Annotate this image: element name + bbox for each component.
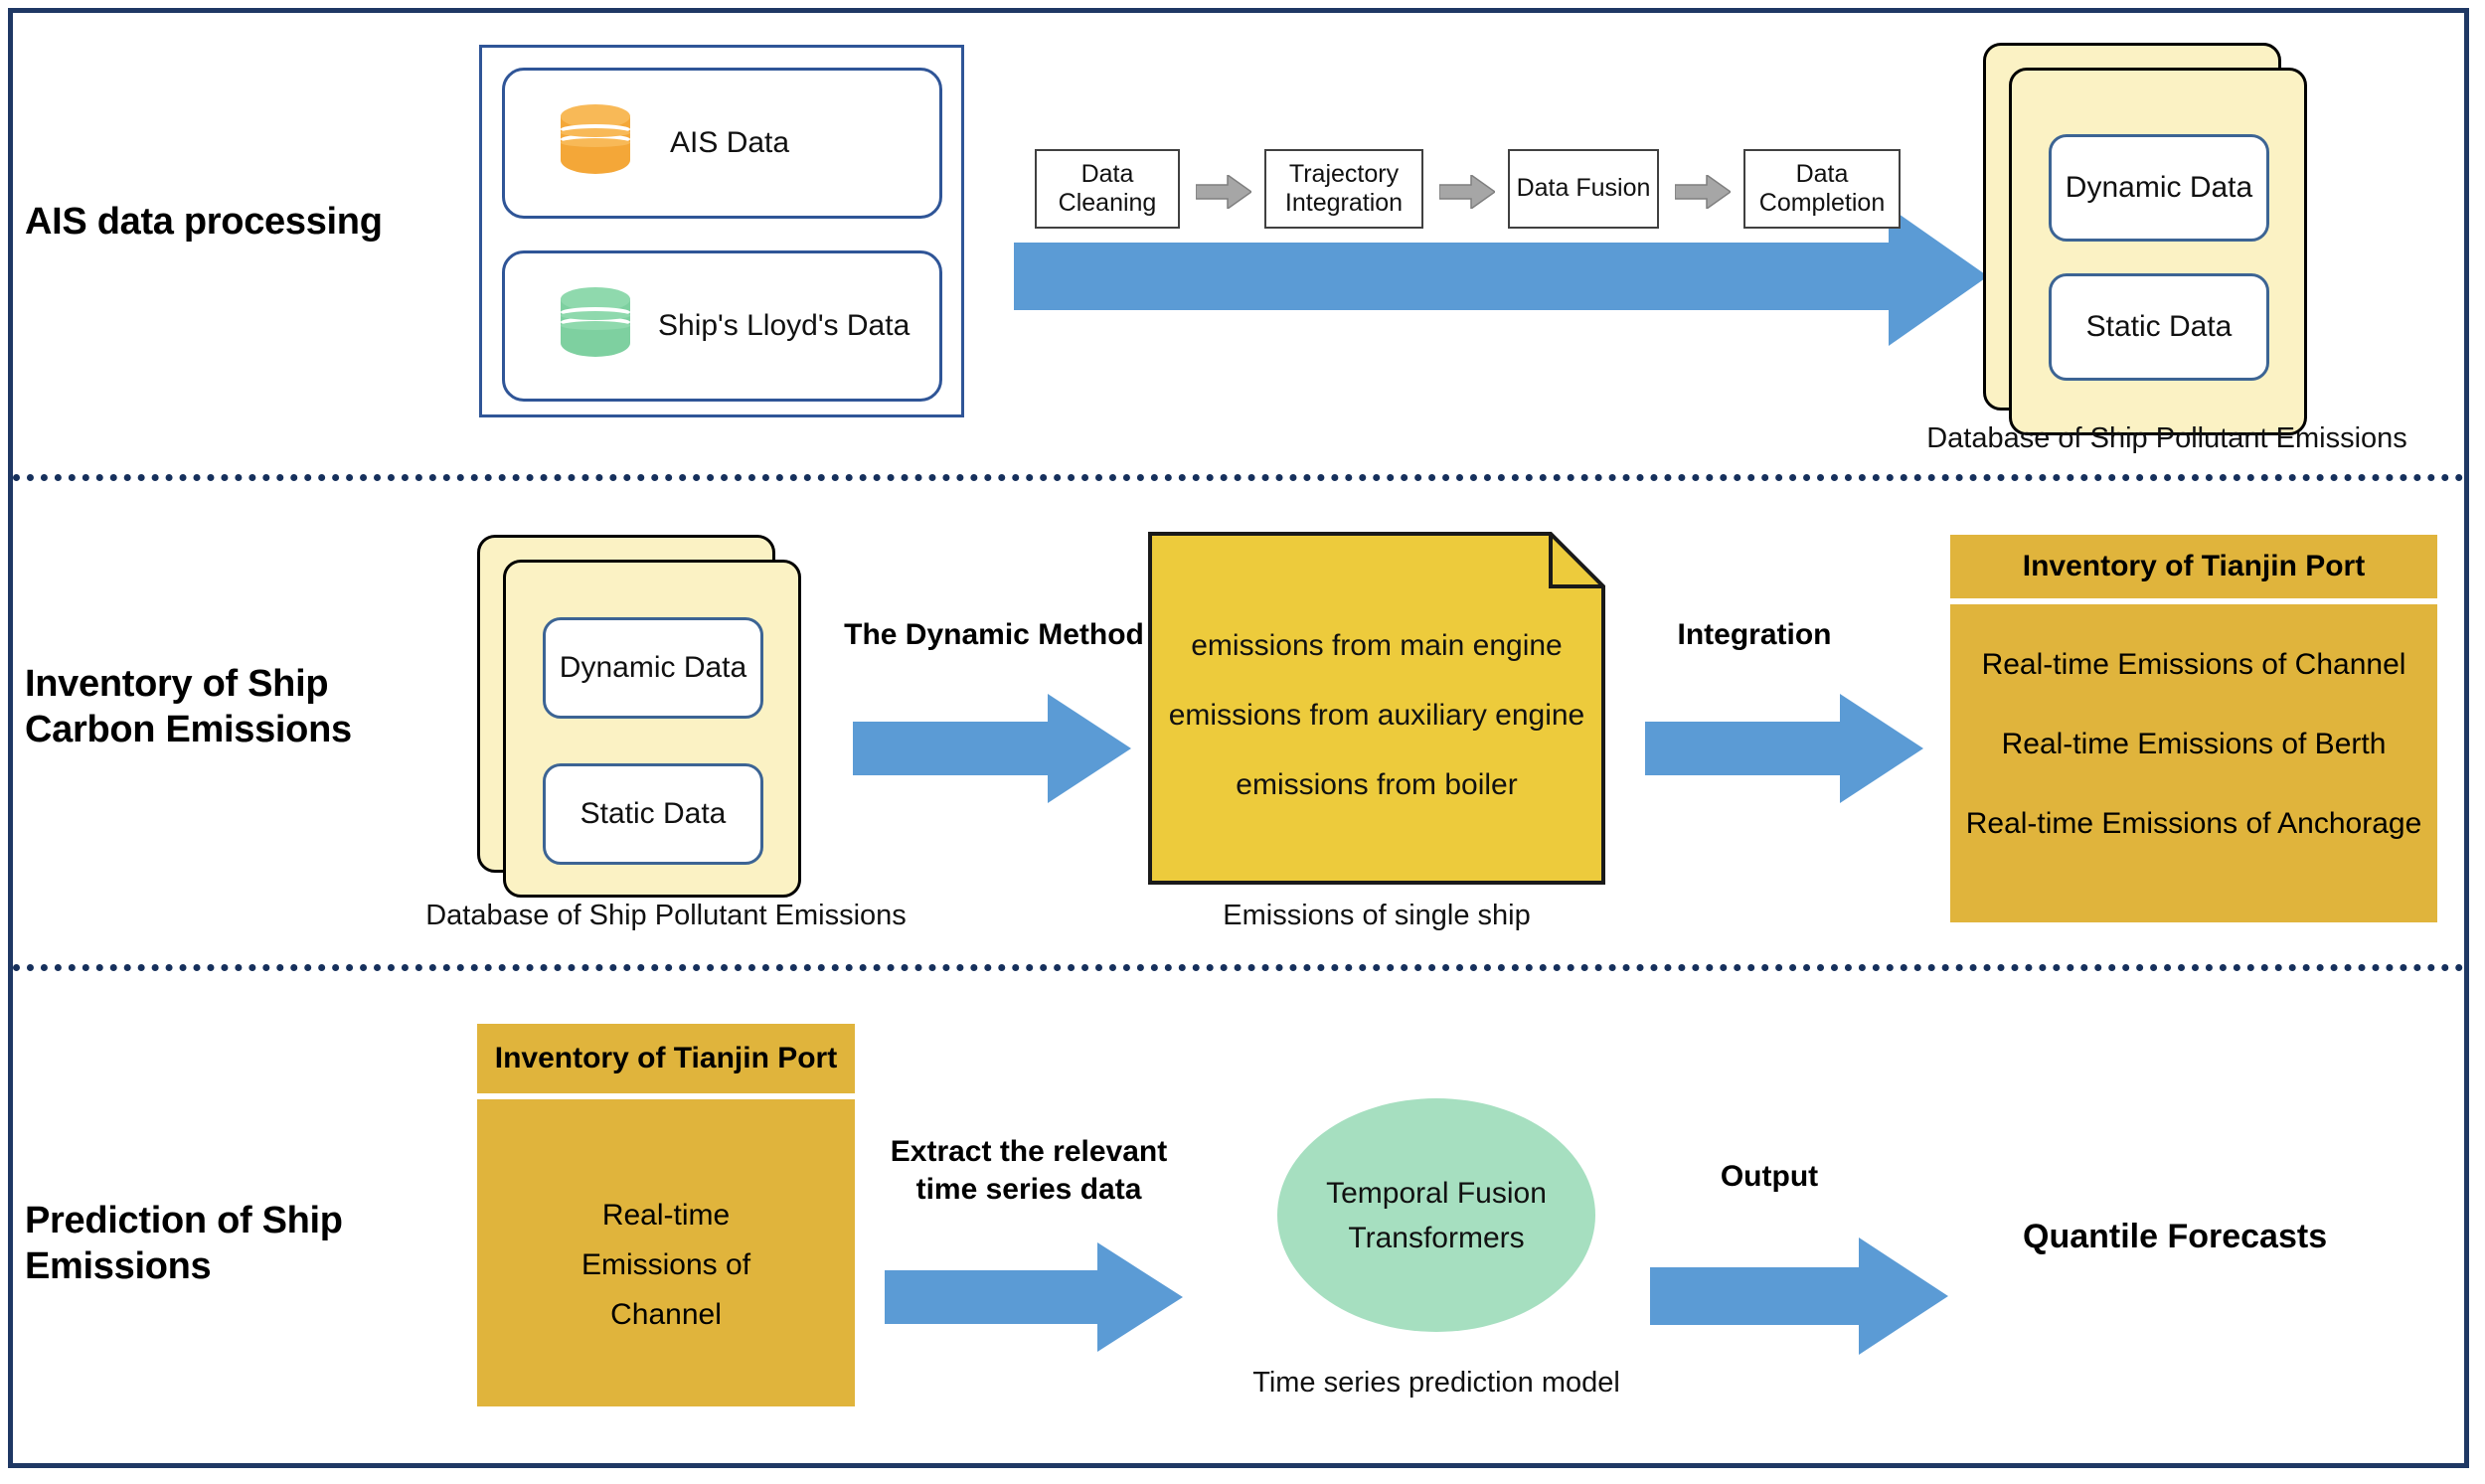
inventory-row-channel: Real-time Emissions of Channel bbox=[1981, 648, 2406, 681]
inventory-value-line2: Emissions of bbox=[580, 1248, 751, 1281]
arrow-integration bbox=[1645, 694, 1923, 803]
caption-database-of-ship-pollutant-emissions: Database of Ship Pollutant Emissions bbox=[1926, 422, 2407, 454]
model-label-line2: Transformers bbox=[1348, 1221, 1525, 1254]
section-divider-2 bbox=[13, 964, 2464, 971]
stack-slot-dynamic-data: Dynamic Data bbox=[543, 617, 763, 719]
model-label-line1: Temporal Fusion bbox=[1326, 1176, 1547, 1210]
inventory-value-line3: Channel bbox=[610, 1298, 722, 1331]
note-line-auxiliary-engine: emissions from auxiliary engine bbox=[1168, 699, 1585, 732]
caption-time-series-prediction-model: Time series prediction model bbox=[1252, 1367, 1620, 1399]
arrow-output bbox=[1650, 1237, 1948, 1355]
arrow-extract-time-series bbox=[885, 1242, 1183, 1352]
caption-database-of-ship-pollutant-emissions: Database of Ship Pollutant Emissions bbox=[425, 900, 907, 931]
source-card-ais-data[interactable]: AIS Data bbox=[502, 68, 942, 219]
section-divider-1 bbox=[13, 474, 2464, 481]
database-cylinder-icon bbox=[561, 287, 630, 365]
step-arrow-icon bbox=[1438, 173, 1497, 214]
note-line-boiler: emissions from boiler bbox=[1236, 768, 1518, 801]
database-cylinder-icon bbox=[561, 104, 630, 182]
process-flow-arrow bbox=[1014, 207, 1988, 346]
source-card-lloyds-data[interactable]: Ship's Lloyd's Data bbox=[502, 250, 942, 402]
arrow-dynamic-method bbox=[853, 694, 1131, 803]
inventory-row-berth: Real-time Emissions of Berth bbox=[2001, 728, 2387, 760]
result-quantile-forecasts: Quantile Forecasts bbox=[2023, 1218, 2328, 1255]
inventory-card-channel: Inventory of Tianjin Port Real-time Emis… bbox=[477, 1024, 855, 1406]
inventory-row-anchorage: Real-time Emissions of Anchorage bbox=[1965, 807, 2422, 840]
inventory-value-line1: Real-time bbox=[601, 1199, 731, 1232]
pipeline-step-data-fusion[interactable]: Data Fusion bbox=[1508, 149, 1659, 229]
note-emissions-of-single-ship: emissions from main engine emissions fro… bbox=[1148, 532, 1605, 885]
stack-slot-dynamic-data: Dynamic Data bbox=[2049, 134, 2269, 242]
inventory-header: Inventory of Tianjin Port bbox=[477, 1024, 855, 1093]
stack-slot-static-data: Static Data bbox=[543, 763, 763, 865]
pipeline-step-label: Data Fusion bbox=[1516, 174, 1651, 203]
model-node-temporal-fusion-transformers[interactable]: Temporal Fusion Transformers bbox=[1277, 1098, 1595, 1332]
source-label-lloyds-data: Ship's Lloyd's Data bbox=[658, 309, 911, 342]
inventory-header: Inventory of Tianjin Port bbox=[1950, 535, 2437, 598]
step-arrow-icon bbox=[1674, 173, 1733, 214]
stack-slot-static-data: Static Data bbox=[2049, 273, 2269, 381]
inventory-table-tianjin-port: Inventory of Tianjin Port Real-time Emis… bbox=[1950, 535, 2437, 922]
step-arrow-icon bbox=[1195, 173, 1253, 214]
inventory-body: Real-time Emissions of Channel Real-time… bbox=[1950, 604, 2437, 922]
arrow-label-output: Output bbox=[1720, 1160, 1819, 1193]
note-line-main-engine: emissions from main engine bbox=[1191, 629, 1563, 662]
database-stack-input: Dynamic Data Static Data bbox=[477, 535, 825, 922]
arrow-label-the-dynamic-method: The Dynamic Method bbox=[844, 618, 1144, 651]
section-title-ais-data-processing: AIS data processing bbox=[25, 201, 383, 243]
arrow-label-integration: Integration bbox=[1677, 618, 1832, 651]
database-stack-output: Dynamic Data Static Data bbox=[1983, 43, 2331, 435]
figure-outer-frame bbox=[8, 8, 2469, 1468]
source-label-ais-data: AIS Data bbox=[670, 126, 790, 159]
caption-emissions-of-single-ship: Emissions of single ship bbox=[1223, 900, 1531, 931]
inventory-body: Real-time Emissions of Channel bbox=[477, 1099, 855, 1406]
